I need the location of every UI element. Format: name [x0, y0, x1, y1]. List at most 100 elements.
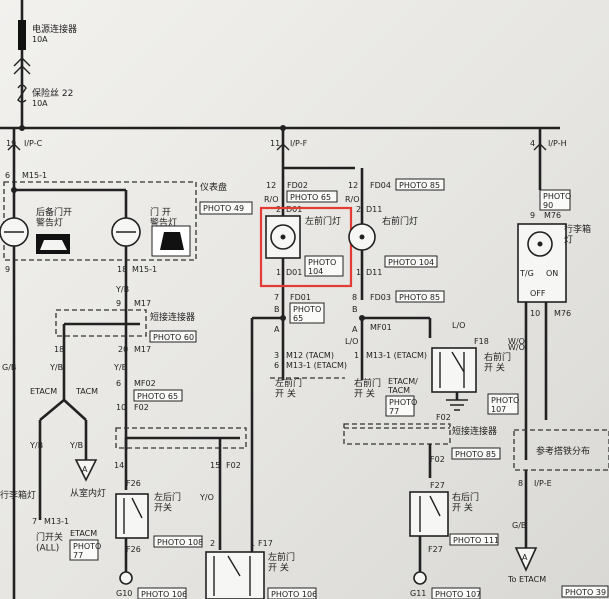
svg-text:M76: M76 [554, 309, 571, 318]
trunk-lamp-label: 行李箱灯 [564, 223, 591, 245]
svg-text:14: 14 [114, 461, 124, 470]
svg-text:FD04: FD04 [370, 181, 391, 190]
svg-text:I/P-H: I/P-H [548, 139, 567, 148]
svg-text:PHOTO 108: PHOTO 108 [157, 538, 203, 547]
svg-text:I/P-C: I/P-C [24, 139, 43, 148]
svg-text:M13-1: M13-1 [44, 517, 69, 526]
svg-text:I/P-E: I/P-E [534, 479, 552, 488]
connector-chevrons [13, 57, 31, 75]
left-short-connector-label: 短接连接器 [150, 311, 195, 323]
svg-text:18: 18 [117, 265, 127, 274]
svg-text:12: 12 [266, 181, 276, 190]
svg-text:M12 (TACM): M12 (TACM) [286, 351, 334, 360]
svg-text:TACM: TACM [75, 387, 98, 396]
svg-text:Y/B: Y/B [49, 363, 63, 372]
svg-text:PHOTO 107: PHOTO 107 [435, 590, 481, 599]
svg-text:G10: G10 [116, 589, 132, 598]
svg-text:18: 18 [54, 345, 64, 354]
svg-text:M17: M17 [134, 299, 151, 308]
svg-text:PHOTO 85: PHOTO 85 [399, 181, 440, 190]
instrument-cluster: 仪表盘 PHOTO 49 6 M15-1 后备门开警告灯 门 开警告灯 9 18… [0, 168, 253, 599]
svg-text:L/O: L/O [452, 321, 465, 330]
svg-text:19: 19 [6, 139, 16, 148]
mid-right-connectors: 8 FD03 PHOTO 85 B MF01 L/O A 1 M13-1 (ET… [345, 290, 445, 417]
svg-text:M13-1 (ETACM): M13-1 (ETACM) [366, 351, 427, 360]
svg-text:1: 1 [250, 539, 255, 548]
svg-text:B: B [352, 305, 358, 314]
svg-text:To ETACM: To ETACM [507, 575, 546, 584]
svg-text:OFF: OFF [530, 289, 546, 298]
fuse-label: 保险丝 22 [32, 87, 73, 99]
svg-text:A: A [522, 553, 528, 562]
f17-switch-label: 左前门开 关 [268, 551, 295, 573]
svg-text:2: 2 [276, 205, 281, 214]
svg-text:Y/B: Y/B [29, 441, 43, 450]
svg-text:W/O: W/O [508, 343, 525, 352]
svg-text:PHOTO 39: PHOTO 39 [565, 588, 606, 597]
svg-text:1: 1 [276, 268, 281, 277]
svg-text:MF02: MF02 [134, 379, 156, 388]
svg-text:A: A [274, 325, 280, 334]
svg-text:M17: M17 [134, 345, 151, 354]
front-left-switch-label: 左前门开 关 [275, 377, 302, 399]
svg-text:R/O: R/O [345, 195, 360, 204]
svg-text:G/B: G/B [2, 363, 16, 372]
svg-text:D11: D11 [366, 205, 382, 214]
g11-ground-icon [413, 571, 427, 585]
svg-text:PHOTO 106: PHOTO 106 [141, 590, 187, 599]
svg-text:F02: F02 [226, 461, 241, 470]
f26-switch-label: 左后门开关 [154, 491, 181, 513]
svg-text:F02: F02 [430, 455, 445, 464]
left-bottom-circuit: G/B Y/B 9 M17 短接连接器 PHOTO 60 18 20 M17 Y… [0, 285, 317, 599]
svg-text:3: 3 [274, 351, 279, 360]
svg-text:7: 7 [32, 517, 37, 526]
connector-bar [18, 20, 26, 50]
svg-text:A: A [82, 465, 88, 474]
front-right-door-lamp: 12 FD04 PHOTO 85 R/O 2 D11 右前门灯 PHOTO 10… [345, 168, 445, 300]
f27-switch-icon [409, 491, 449, 537]
svg-text:F18: F18 [474, 337, 489, 346]
svg-text:9: 9 [530, 211, 535, 220]
ground-reference-label: 参考搭铁分布 [536, 445, 590, 457]
highlight-box [259, 206, 353, 288]
svg-text:6: 6 [5, 171, 10, 180]
svg-text:ETACM: ETACM [30, 387, 57, 396]
svg-text:Y/O: Y/O [199, 493, 214, 502]
lamp1-label: 后备门开警告灯 [36, 206, 72, 228]
right-short-connector-label: 短接连接器 [452, 425, 497, 437]
svg-text:F27: F27 [430, 481, 445, 490]
etacm-terminal-icon [514, 547, 538, 572]
fuse-symbol [17, 84, 27, 103]
svg-text:M76: M76 [544, 211, 561, 220]
fuse-amp-label: 10A [32, 99, 48, 108]
svg-text:G/B: G/B [512, 521, 526, 530]
svg-text:9: 9 [116, 299, 121, 308]
svg-text:D01: D01 [286, 268, 302, 277]
svg-text:D11: D11 [366, 268, 382, 277]
svg-text:M15-1: M15-1 [132, 265, 157, 274]
svg-text:8: 8 [352, 293, 357, 302]
interior-lamp-terminal-icon [74, 459, 98, 482]
svg-text:D01: D01 [286, 205, 302, 214]
cluster-title: 仪表盘 [200, 181, 227, 193]
lamp2-label: 门 开警告灯 [150, 206, 177, 228]
svg-text:Y/B: Y/B [115, 285, 129, 294]
svg-text:12: 12 [348, 181, 358, 190]
svg-text:10: 10 [530, 309, 540, 318]
svg-text:B: B [274, 305, 280, 314]
power-supply: 电源连接器 10A 保险丝 22 10A [13, 0, 77, 128]
svg-text:6: 6 [274, 361, 279, 370]
svg-text:PHOTO 104: PHOTO 104 [388, 258, 434, 267]
svg-text:F27: F27 [428, 545, 443, 554]
f26-switch-icon [115, 493, 149, 539]
svg-text:6: 6 [116, 379, 121, 388]
